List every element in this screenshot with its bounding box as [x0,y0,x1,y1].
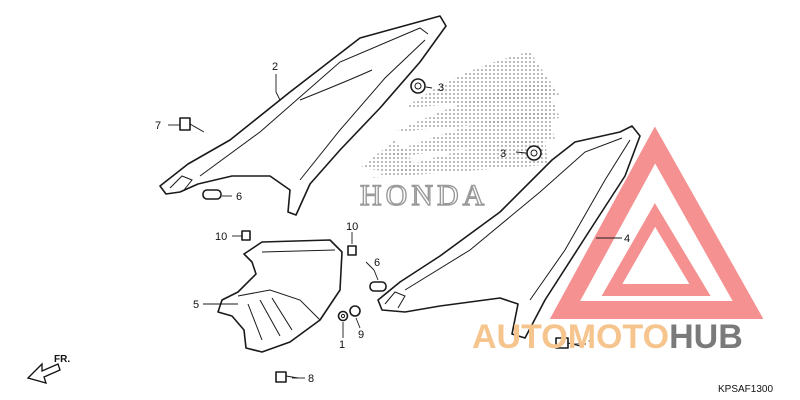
bolt-7-lower [555,337,581,349]
callout-1: 1 [339,339,345,351]
screw-10-right [347,245,357,256]
honda-wing-logo [360,52,560,178]
washer-1 [337,310,349,322]
callout-9: 9 [358,329,364,341]
callout-8: 8 [308,373,314,385]
callout-2: 2 [272,61,278,73]
callout-6-lower: 6 [374,257,380,269]
front-direction-arrow-icon [26,362,61,384]
callout-10-left: 10 [215,231,227,243]
watermark-text-moto: MOTO [568,318,669,356]
clip-6-lower [369,281,387,292]
watermark-text-auto: AUTO [472,318,568,356]
callout-4: 4 [624,233,630,245]
callout-6-upper: 6 [236,191,242,203]
honda-brand-text: HONDA [360,179,488,212]
bolt-8 [275,371,299,383]
part-side-cover-upper [159,15,447,216]
part-inner-cover [217,239,343,353]
grommet-3-lower [526,145,542,161]
part-side-cover-lower [377,125,641,339]
callout-10-right: 10 [346,221,358,233]
clip-6-upper [202,189,222,200]
diagram-code: KPSAF1300 [718,384,773,395]
callout-5: 5 [193,299,199,311]
callout-3-upper: 3 [438,82,444,94]
bolt-7-upper [179,117,205,133]
watermark-text-hub: HUB [669,318,743,356]
callout-7-upper: 7 [155,120,161,132]
callout-3-lower: 3 [500,148,506,160]
watermark-triangle-icon [549,126,764,319]
front-direction-label: FR. [54,354,70,365]
screw-10-left [241,230,251,241]
callout-7-lower: 7 [588,339,594,351]
watermark-text: AUTOMOTOHUB [472,318,743,356]
grommet-3-upper [410,78,426,94]
screw-9 [349,305,361,317]
